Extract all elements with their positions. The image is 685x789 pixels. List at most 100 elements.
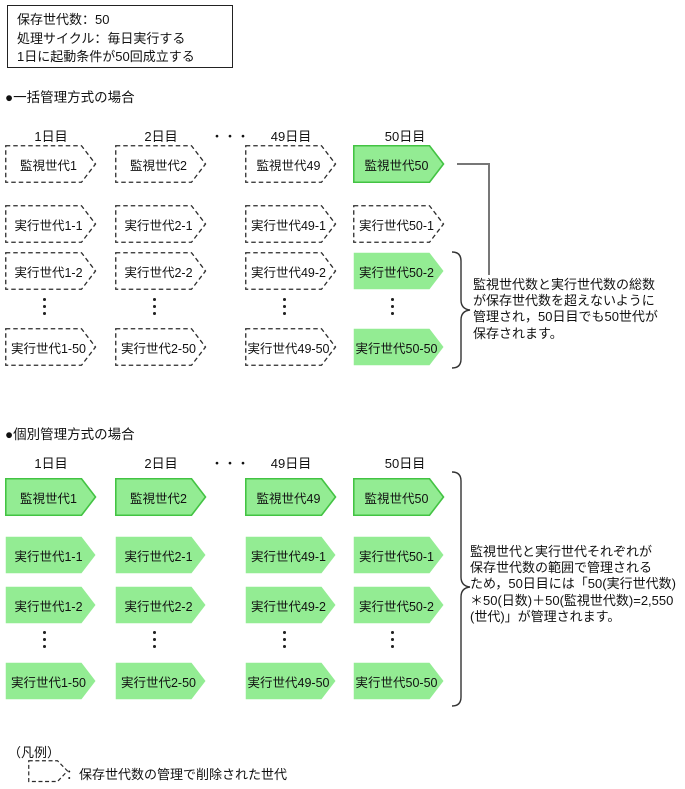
generation-box: 実行世代50-2 [353,586,445,624]
generation-box-label: 監視世代49 [256,491,321,506]
annotation-batch: 監視世代数と実行世代数の総数が保存世代数を超えないように管理され，50日目でも5… [473,277,658,342]
info-line: 処理サイクル：毎日実行する [17,30,186,46]
generation-box: 監視世代2 [115,478,207,516]
annotation-line: 監視世代と実行世代それぞれが [470,544,653,559]
ellipsis-dots [43,298,46,315]
generation-box-label: 実行世代1-2 [14,265,83,280]
ellipsis-dots [43,631,46,648]
day-header-ellipsis: ・・・ [210,129,250,144]
generation-box-label: 監視世代1 [20,158,77,173]
annotation-line: が保存世代数を超えないように [473,293,655,309]
generation-box: 実行世代1-50 [5,328,97,366]
day-header-ellipsis: ・・・ [210,456,250,471]
generation-box-label: 実行世代2-2 [124,599,193,614]
generation-box-label: 実行世代1-2 [14,599,83,614]
annotation-line: (世代)」が管理されます。 [470,608,621,624]
generation-box: 実行世代50-50 [353,328,445,366]
generation-box: 実行世代2-2 [115,252,207,290]
generation-box-label: 実行世代49-1 [250,218,327,233]
generation-box-label: 監視世代50 [364,491,429,506]
generation-box-label: 実行世代50-1 [358,218,435,233]
generation-box: 実行世代49-1 [245,205,337,243]
generation-box-label: 実行世代2-2 [124,265,193,280]
connector-line [488,163,490,275]
generation-box: 実行世代49-2 [245,586,337,624]
generation-box-label: 実行世代49-50 [247,341,330,356]
day-header: 1日目 [34,129,68,144]
generation-box: 監視世代50 [353,478,445,516]
generation-box-label: 監視世代2 [130,491,187,506]
generation-box: 実行世代50-50 [353,662,445,700]
generation-box-label: 実行世代49-2 [250,265,327,280]
generation-box: 実行世代1-50 [5,662,97,700]
generation-box-label: 実行世代1-50 [10,341,87,356]
connector-line [457,163,490,165]
generation-box-label: 実行世代49-2 [250,599,327,614]
generation-box-label: 実行世代50-2 [358,599,435,614]
brace [451,251,471,369]
day-header: 49日目 [270,129,312,144]
annotation-line: 監視世代数と実行世代数の総数 [473,277,656,292]
generation-box: 実行世代2-1 [115,536,207,574]
legend-label: ：保存世代数の管理で削除された世代 [66,767,288,782]
ellipsis-dots [391,631,394,648]
day-header: 1日目 [34,456,68,471]
generation-box: 監視世代2 [115,145,207,183]
generation-box: 監視世代49 [245,478,337,516]
annotation-line: 保存されます。 [473,325,563,341]
generation-box-label: 実行世代2-50 [120,675,197,690]
annotation-line: 管理され，50日目でも50世代が [473,309,658,325]
generation-box: 実行世代1-2 [5,252,97,290]
generation-box: 実行世代50-1 [353,205,445,243]
day-header: 50日目 [384,129,426,144]
generation-box: 監視世代1 [5,145,97,183]
info-line: 1日に起動条件が50回成立する [17,49,195,64]
ellipsis-dots [153,631,156,648]
generation-box: 実行世代1-1 [5,536,97,574]
generation-box: 実行世代49-1 [245,536,337,574]
ellipsis-dots [153,298,156,315]
generation-box-label: 監視世代49 [256,158,321,173]
generation-box-label: 実行世代50-2 [358,265,435,280]
ellipsis-dots [283,298,286,315]
generation-box: 実行世代2-50 [115,328,207,366]
annotation-line: ＊50(日数)＋50(監視世代数)=2,550 [470,592,674,608]
generation-box: 実行世代50-1 [353,536,445,574]
generation-box: 実行世代49-50 [245,662,337,700]
generation-box-label: 実行世代1-1 [14,218,83,233]
generation-box: 監視世代49 [245,145,337,183]
day-header: 2日目 [144,456,178,471]
generation-box-label: 監視世代2 [130,158,187,173]
generation-box: 実行世代1-1 [5,205,97,243]
generation-box: 実行世代49-50 [245,328,337,366]
generation-box-label: 実行世代50-1 [358,549,435,564]
generation-box: 実行世代50-2 [353,252,445,290]
annotation-line: 保存世代数の範囲で管理される [470,560,653,576]
generation-box-label: 実行世代1-1 [14,549,83,564]
generation-box-label: 実行世代2-50 [120,341,197,356]
legend-title: （凡例） [8,745,61,760]
generation-box-label: 監視世代50 [364,158,429,173]
deleted-generation-symbol [28,760,69,783]
generation-box-label: 実行世代1-50 [10,675,87,690]
day-header: 49日目 [270,456,312,471]
generation-box: 実行世代2-1 [115,205,207,243]
generation-box-label: 実行世代49-50 [247,675,330,690]
annotation-individual: 監視世代と実行世代それぞれが保存世代数の範囲で管理されるため，50日目には「50… [470,544,676,625]
generation-box: 実行世代2-2 [115,586,207,624]
generation-box: 実行世代2-50 [115,662,207,700]
generation-box-label: 実行世代50-50 [355,341,438,356]
generation-box: 監視世代1 [5,478,97,516]
day-header: 2日目 [144,129,178,144]
info-line: 保存世代数：50 [17,12,110,27]
generation-box-label: 実行世代49-1 [250,549,327,564]
generation-box-label: 実行世代2-1 [124,549,193,564]
brace [451,471,471,707]
generation-box-label: 監視世代1 [20,491,77,506]
generation-box-label: 実行世代2-1 [124,218,193,233]
ellipsis-dots [391,298,394,315]
info-box: 保存世代数：50 処理サイクル：毎日実行する 1日に起動条件が50回成立する [7,5,233,68]
generation-box: 実行世代1-2 [5,586,97,624]
generation-box-label: 実行世代50-50 [355,675,438,690]
